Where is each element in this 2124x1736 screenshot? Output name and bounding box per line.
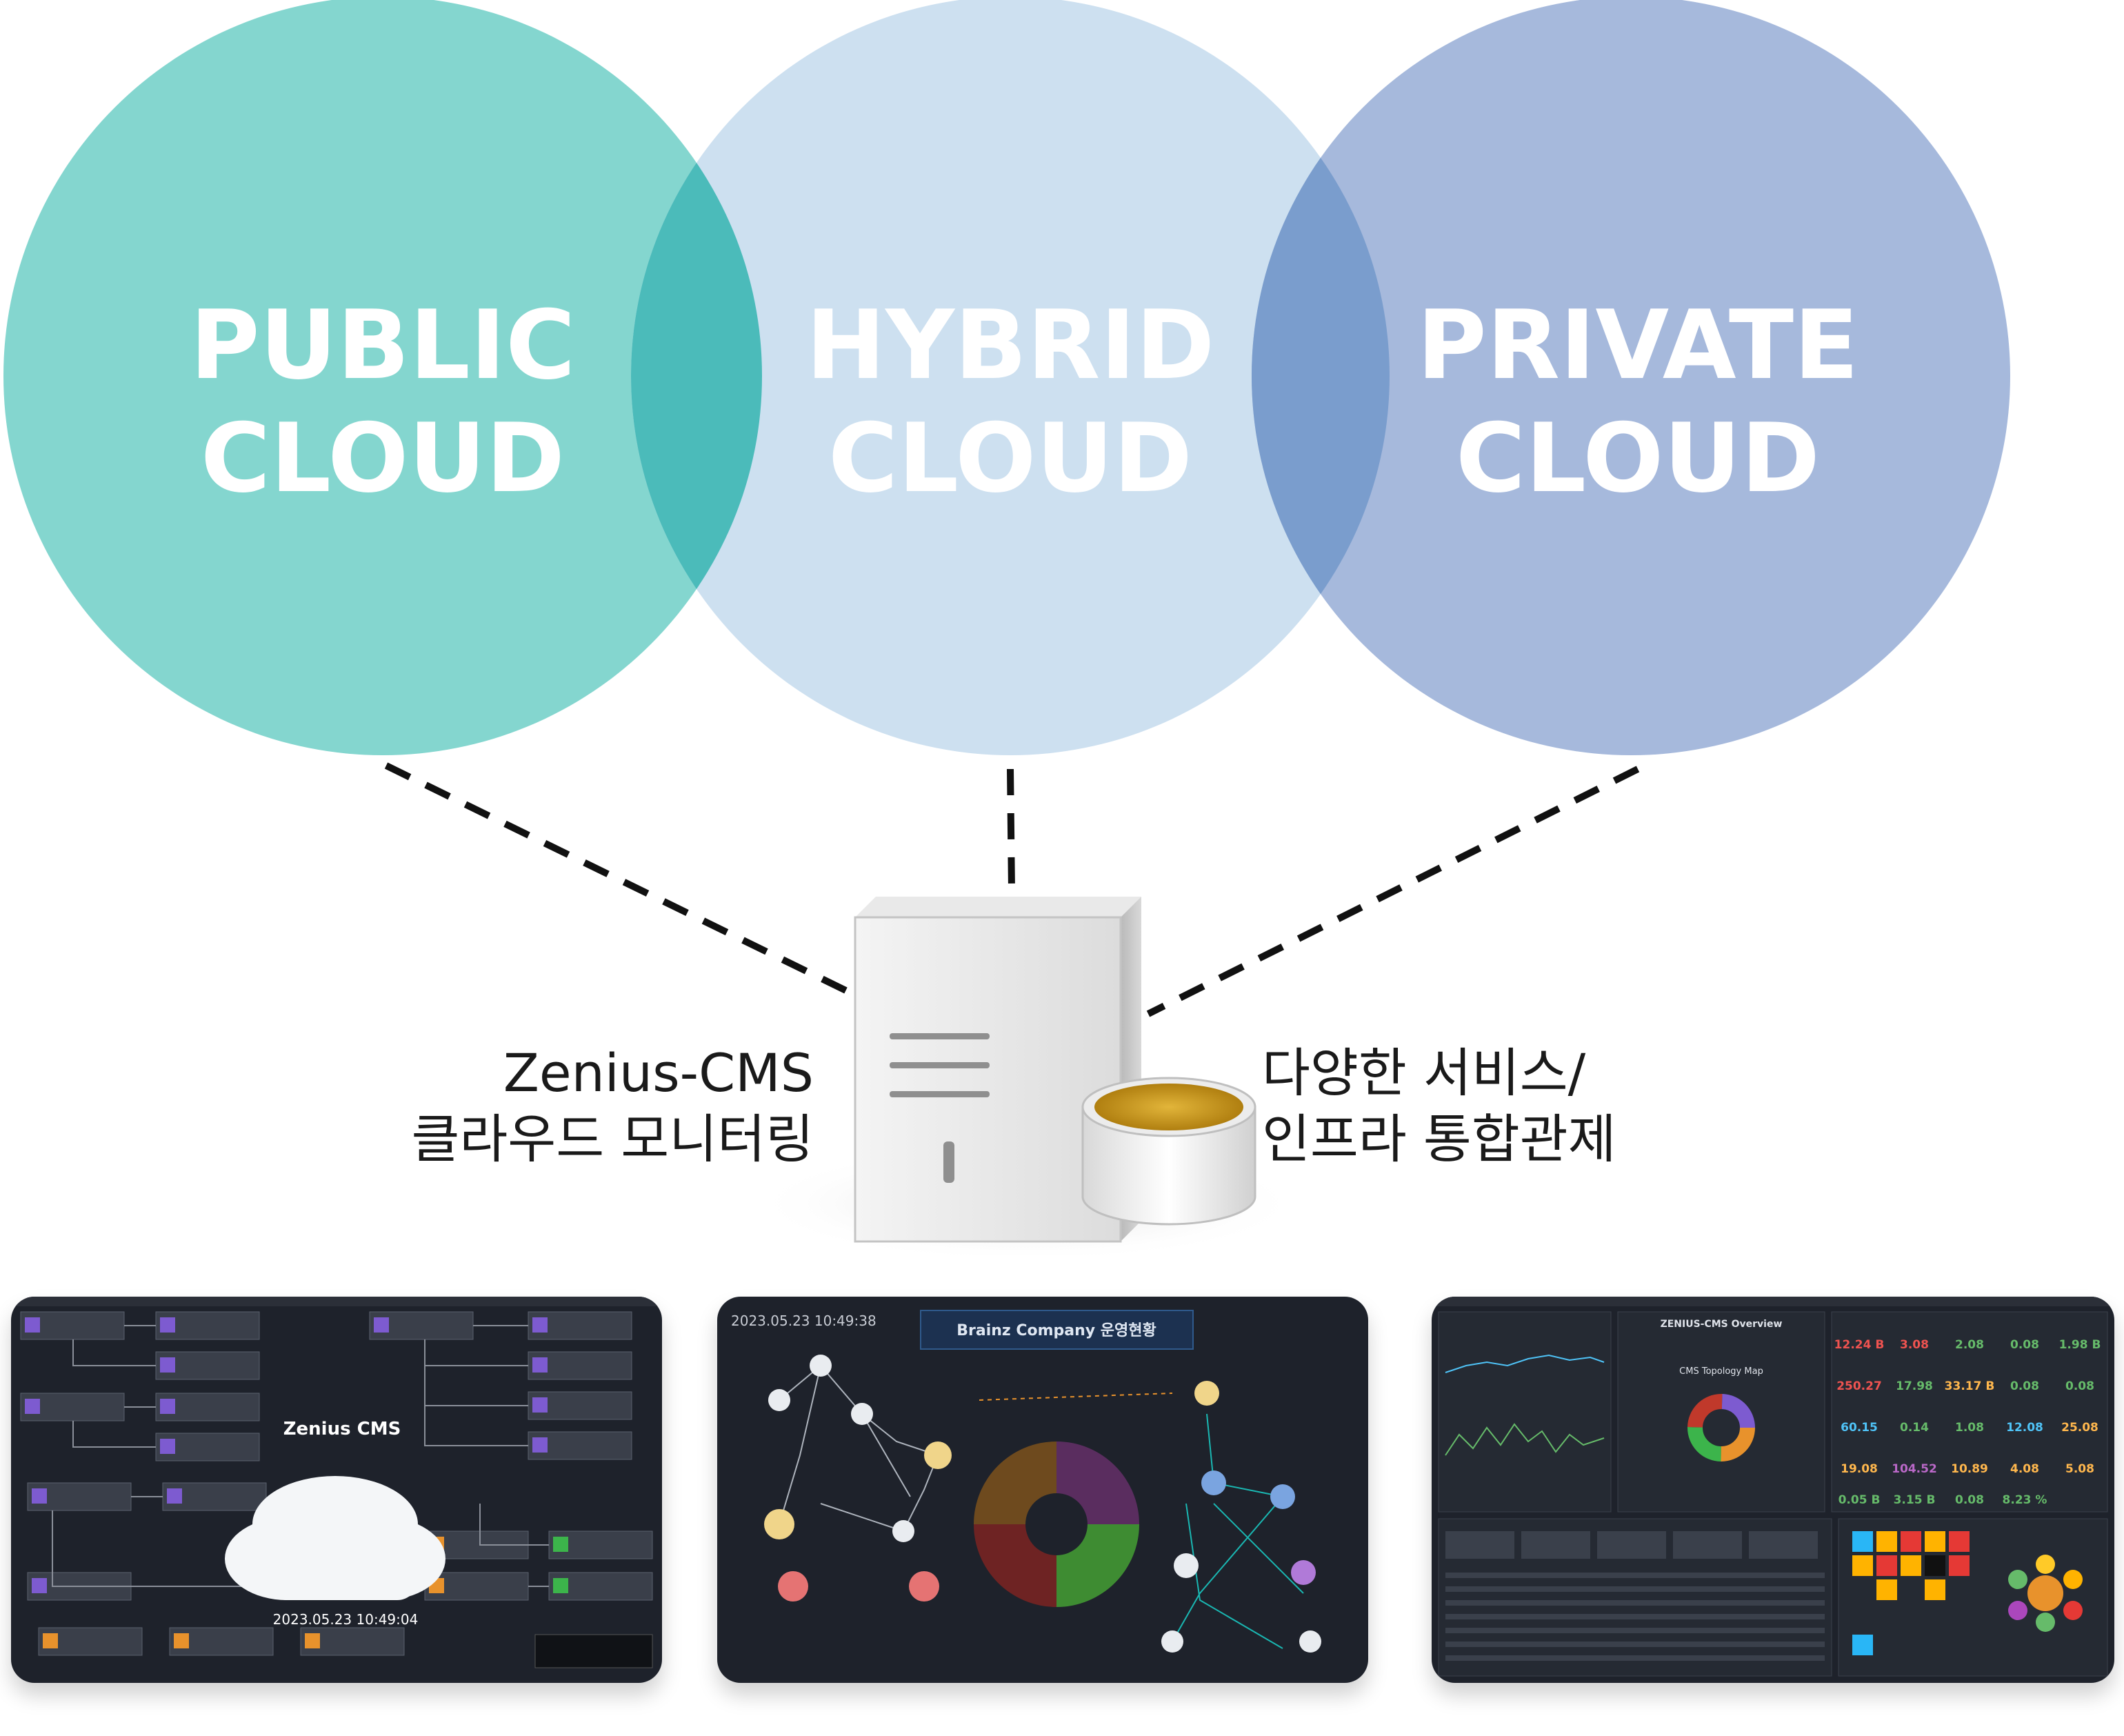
connector-public (384, 762, 868, 1004)
kpi-1-3: 0.08 (2010, 1379, 2039, 1393)
public-cloud-circle (3, 0, 762, 755)
kpi-1-1: 17.98 (1896, 1379, 1933, 1393)
operations-donut (974, 1441, 1139, 1607)
kpi-4-2: 0.08 (1955, 1493, 1984, 1507)
caption-cms-monitoring: Zenius-CMS 클라우드 모니터링 (411, 1040, 814, 1173)
private-label-1: PRIVATE (1417, 290, 1859, 401)
topology-center-label: Zenius CMS (283, 1419, 401, 1439)
cloud-diagram: PUBLIC CLOUD HYBRID CLOUD PRIVATE CLOUD (3, 0, 2010, 1255)
kpi-1-0: 250.27 (1836, 1379, 1882, 1393)
connector-hybrid (1007, 768, 1015, 890)
kpi-0-3: 0.08 (2010, 1338, 2039, 1352)
overview-line-chart-1 (1445, 1354, 1605, 1373)
kpi-2-4: 25.08 (2061, 1421, 2098, 1435)
overview-line-chart-2 (1445, 1423, 1605, 1456)
caption-integrated-control: 다양한 서비스/ 인프라 통합관제 (1262, 1040, 1616, 1173)
overview-mini-donut (1687, 1394, 1755, 1461)
operations-title-bar (920, 1310, 1194, 1350)
overview-kpi-grid: 12.24 B 3.08 2.08 0.08 1.98 B 250.27 17.… (1834, 1338, 2101, 1507)
kpi-3-4: 5.08 (2065, 1462, 2094, 1476)
overview-bubble-cluster (2008, 1555, 2083, 1632)
kpi-2-3: 12.08 (2006, 1421, 2043, 1435)
operations-timestamp: 2023.05.23 10:49:38 (731, 1313, 876, 1329)
hybrid-label-2: CLOUD (828, 403, 1192, 514)
kpi-2-2: 1.08 (1955, 1421, 1984, 1435)
kpi-4-0: 0.05 B (1839, 1493, 1881, 1507)
kpi-0-2: 2.08 (1955, 1338, 1984, 1352)
caption-right-line2: 인프라 통합관제 (1262, 1108, 1616, 1170)
connector-private (1146, 766, 1640, 1017)
kpi-0-1: 3.08 (1900, 1338, 1929, 1352)
kpi-0-4: 1.98 B (2059, 1338, 2101, 1352)
operations-screenshot: 2023.05.23 10:49:38 Brainz Company 운영현황 (717, 1297, 1368, 1683)
overview-screenshot: ZENIUS-CMS Overview CMS Topology Map 12.… (1432, 1297, 2114, 1683)
hybrid-label-1: HYBRID (806, 290, 1215, 401)
kpi-2-1: 0.14 (1900, 1421, 1929, 1435)
kpi-3-2: 10.89 (1951, 1462, 1988, 1476)
hybrid-cloud-circle (631, 0, 1390, 755)
kpi-4-3: 8.23 % (2003, 1493, 2047, 1507)
operations-title: Brainz Company 운영현황 (956, 1322, 1156, 1339)
overview-map-title: CMS Topology Map (1679, 1366, 1763, 1377)
caption-left-line1: Zenius-CMS (503, 1042, 814, 1104)
kpi-2-0: 60.15 (1841, 1421, 1878, 1435)
overview-title: ZENIUS-CMS Overview (1661, 1319, 1783, 1330)
caption-right-line1: 다양한 서비스/ (1262, 1042, 1586, 1104)
server-icon (854, 897, 1141, 1243)
kpi-3-0: 19.08 (1841, 1462, 1878, 1476)
kpi-3-1: 104.52 (1892, 1462, 1937, 1476)
overview-heatmap (1852, 1531, 1970, 1655)
kpi-3-3: 4.08 (2010, 1462, 2039, 1476)
kpi-0-0: 12.24 B (1834, 1338, 1885, 1352)
cloud-shape (225, 1476, 445, 1600)
kpi-1-2: 33.17 B (1945, 1379, 1995, 1393)
public-label-1: PUBLIC (190, 290, 576, 401)
kpi-4-1: 3.15 B (1894, 1493, 1936, 1507)
private-label-2: CLOUD (1456, 403, 1820, 514)
topology-screenshot: Zenius CMS 2023.05.23 10:49:04 (11, 1297, 662, 1683)
private-cloud-circle (1252, 0, 2010, 755)
topology-timestamp: 2023.05.23 10:49:04 (273, 1611, 419, 1628)
caption-left-line2: 클라우드 모니터링 (411, 1108, 814, 1170)
database-icon (1081, 1077, 1256, 1226)
operations-cloud-nodes (764, 1355, 1321, 1653)
kpi-1-4: 0.08 (2065, 1379, 2094, 1393)
public-label-2: CLOUD (201, 403, 565, 514)
